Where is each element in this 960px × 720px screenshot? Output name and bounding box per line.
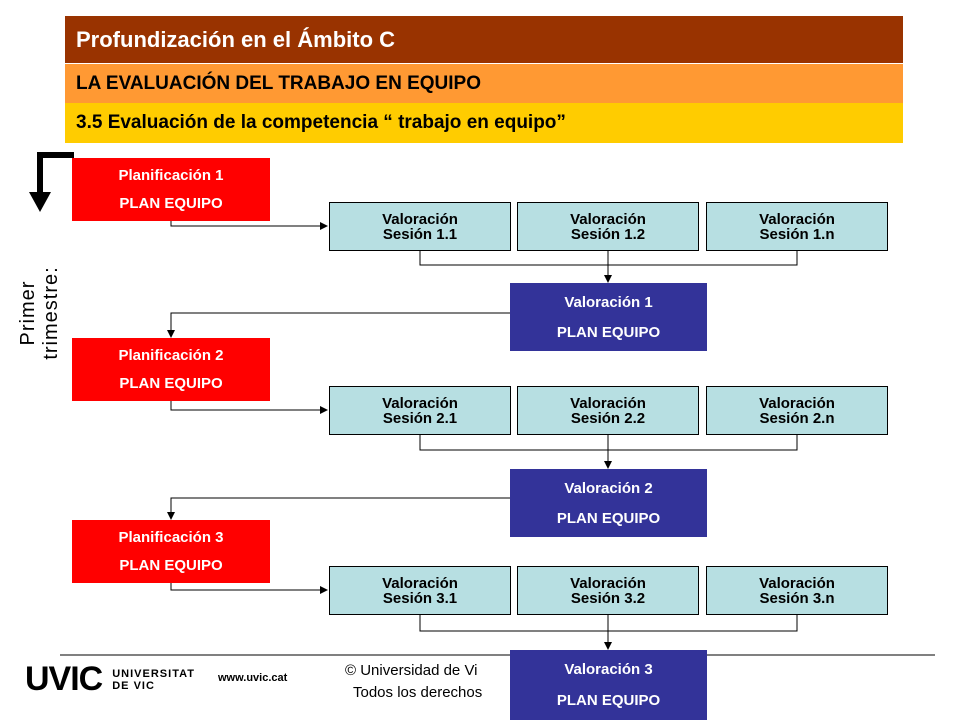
session-box-label: Valoración — [570, 574, 646, 592]
website-link[interactable]: www.uvic.cat — [218, 672, 288, 684]
session-box-label: Valoración — [382, 574, 458, 592]
logo-text-line2: DE VIC — [112, 679, 155, 692]
session-box-number: Sesión 3.n — [759, 589, 835, 607]
logo-text: UNIVERSITAT DE VIC — [112, 668, 195, 692]
valuation-box-3: Valoración 3 PLAN EQUIPO — [510, 650, 707, 720]
valuation-box-2-subtitle: PLAN EQUIPO — [556, 509, 661, 527]
session-box-label: Valoración — [570, 210, 646, 228]
logo-text-line1: UNIVERSITAT — [112, 667, 195, 680]
plan-box-3-title: Planificación 3 — [118, 529, 224, 547]
slide-title: Profundización en el Ámbito C — [65, 16, 903, 63]
plan-box-1-subtitle: PLAN EQUIPO — [119, 194, 223, 212]
plan-box-1-title: Planificación 1 — [118, 167, 224, 185]
valuation-to-plan-arrow-2 — [167, 497, 510, 520]
session-box-label: Valoración — [570, 394, 646, 412]
valuation-to-plan-arrow-1 — [167, 312, 510, 338]
session-box-number: Sesión 1.n — [759, 225, 835, 243]
plan-box-2: Planificación 2 PLAN EQUIPO — [72, 338, 270, 401]
rights-text: Todos los derechos — [353, 684, 483, 701]
timeline-bracket-arrow — [37, 152, 74, 196]
valuation-box-2: Valoración 2 PLAN EQUIPO — [510, 469, 707, 537]
slide-title-text: Profundización en el Ámbito C — [76, 26, 396, 52]
plan-box-3: Planificación 3 PLAN EQUIPO — [72, 520, 270, 583]
valuation-box-3-subtitle: PLAN EQUIPO — [556, 692, 661, 709]
plan-box-2-subtitle: PLAN EQUIPO — [119, 374, 223, 392]
session-box-label: Valoración — [759, 210, 835, 228]
logo-mark: UVIC — [25, 660, 103, 698]
plan-box-3-subtitle: PLAN EQUIPO — [119, 556, 223, 574]
valuation-box-1-title: Valoración 1 — [564, 293, 653, 311]
valuation-box-1-subtitle: PLAN EQUIPO — [556, 323, 661, 341]
session-box-number: Sesión 1.1 — [382, 225, 458, 243]
side-label-primer-trimestre: Primer trimestre: — [17, 266, 62, 360]
copyright-text: © Universidad de Vi — [345, 662, 478, 679]
session-box-label: Valoración — [759, 394, 835, 412]
valuation-box-1: Valoración 1 PLAN EQUIPO — [510, 283, 707, 351]
session-box-number: Sesión 2.n — [759, 409, 835, 427]
session-box-number: Sesión 3.2 — [570, 589, 646, 607]
session-box-number: Sesión 3.1 — [382, 589, 458, 607]
slide-subtitle-text: LA EVALUACIÓN DEL TRABAJO EN EQUIPO — [76, 72, 482, 94]
slide-subtitle: LA EVALUACIÓN DEL TRABAJO EN EQUIPO — [65, 64, 903, 103]
session-box-label: Valoración — [759, 574, 835, 592]
plan-to-session-arrow-1 — [170, 221, 328, 230]
plan-box-2-title: Planificación 2 — [118, 347, 224, 365]
plan-to-session-arrow-3 — [170, 583, 328, 594]
session-box-label: Valoración — [382, 394, 458, 412]
section-title: 3.5 Evaluación de la competencia “ traba… — [65, 103, 903, 143]
section-title-text: 3.5 Evaluación de la competencia “ traba… — [76, 112, 566, 133]
session-box-number: Sesión 1.2 — [570, 225, 646, 243]
session-box-number: Sesión 2.1 — [382, 409, 458, 427]
plan-box-1: Planificación 1 PLAN EQUIPO — [72, 158, 270, 221]
session-box-label: Valoración — [382, 210, 458, 228]
valuation-box-2-title: Valoración 2 — [564, 479, 653, 497]
plan-to-session-arrow-2 — [170, 401, 328, 414]
university-logo: UVIC UNIVERSITAT DE VIC — [25, 660, 195, 699]
valuation-box-3-title: Valoración 3 — [564, 661, 653, 678]
session-box-number: Sesión 2.2 — [570, 409, 646, 427]
